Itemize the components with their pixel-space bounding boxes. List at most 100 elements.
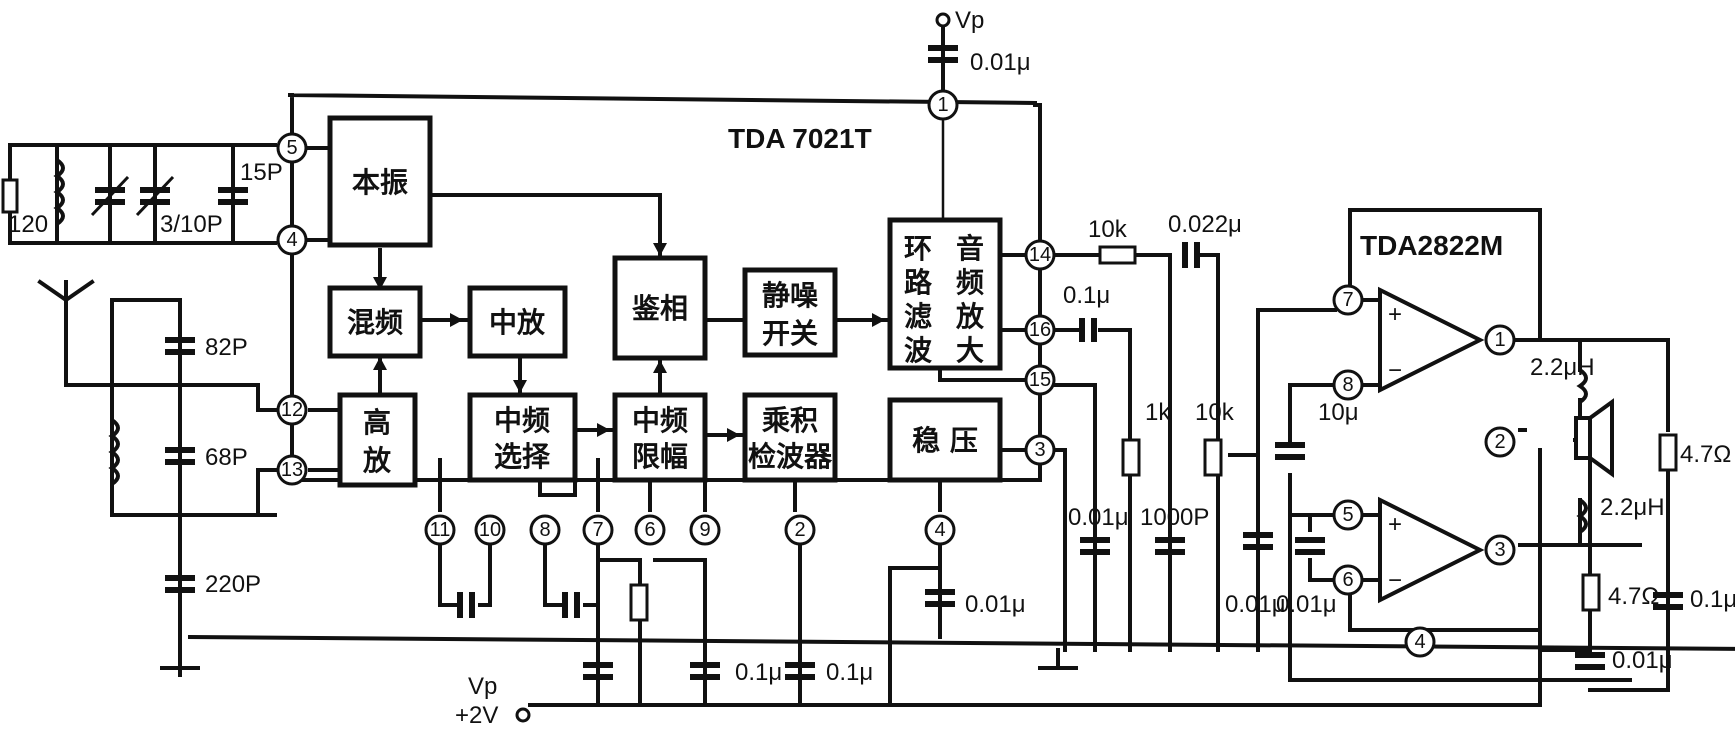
block-if-limiter: 中频 限幅 — [612, 392, 708, 483]
svg-text:1: 1 — [937, 94, 948, 116]
block-label-af-1: 音 — [956, 232, 984, 265]
svg-text:8: 8 — [539, 519, 550, 541]
svg-text:15: 15 — [1029, 369, 1051, 391]
svg-text:4: 4 — [286, 229, 297, 251]
block-label-regulator: 稳 压 — [912, 424, 978, 457]
ic1-label: TDA 7021T — [728, 123, 872, 154]
supply-terminal — [515, 707, 531, 723]
ic1-pin-16: 16 — [1024, 314, 1056, 346]
svg-text:12: 12 — [281, 399, 303, 421]
label-c-10u: 10μ — [1318, 399, 1359, 426]
block-label-af-3: 放 — [955, 300, 985, 333]
ic2-pin-8: 8 — [1332, 369, 1364, 401]
svg-text:4: 4 — [1414, 631, 1425, 653]
ic2-pins: 7 8 5 6 1 2 3 4 — [1332, 284, 1516, 658]
block-product-detector: 乘积 检波器 — [742, 392, 838, 483]
resistor-pin7 — [629, 583, 649, 622]
block-label-phase-det: 鉴相 — [631, 292, 688, 325]
label-l-22-a: 2.2μH — [1530, 354, 1595, 381]
svg-text:8: 8 — [1342, 374, 1353, 396]
opamp-1: + − — [1378, 286, 1485, 394]
ic2-pin-6: 6 — [1332, 564, 1364, 596]
svg-text:13: 13 — [281, 459, 303, 481]
block-label-filter-3: 滤 — [904, 300, 932, 333]
block-label-if-select-2: 选择 — [494, 440, 551, 473]
block-label-mute-2: 开关 — [762, 317, 818, 350]
label-c-01-a: 0.1μ — [735, 659, 782, 686]
label-c-0022: 0.022μ — [1168, 211, 1242, 238]
svg-text:16: 16 — [1029, 319, 1051, 341]
block-label-filter-4: 波 — [904, 334, 933, 367]
label-r-120: 120 — [8, 211, 48, 238]
vp-top-terminal — [935, 12, 951, 28]
label-c-001-pin4: 0.01μ — [965, 591, 1026, 618]
block-loop-filter-af-amp: 环 路 滤 波 音 频 放 大 — [887, 217, 1003, 371]
block-if-amp: 中放 — [467, 285, 568, 359]
resistor-4-7-b — [1581, 573, 1601, 612]
block-label-if-select-1: 中频 — [494, 404, 550, 437]
svg-text:3: 3 — [1034, 439, 1045, 461]
block-regulator: 稳 压 — [887, 397, 1003, 483]
block-label-product-det-2: 检波器 — [748, 440, 833, 473]
label-r-1k: 1k — [1145, 399, 1171, 426]
label-c-220p: 220P — [205, 571, 261, 598]
block-label-af-2: 频 — [956, 266, 984, 299]
block-local-oscillator: 本振 — [327, 115, 433, 248]
vp-top-label: Vp — [955, 7, 984, 34]
svg-text:14: 14 — [1029, 244, 1051, 266]
label-c-001-pin15: 0.01μ — [1068, 504, 1129, 531]
ic1-pin-2: 2 — [784, 514, 816, 546]
label-c-001-out: 0.01μ — [1612, 647, 1673, 674]
resistor-10k — [1098, 245, 1137, 265]
ic2-pin-3: 3 — [1484, 534, 1516, 566]
svg-text:−: − — [1388, 357, 1402, 384]
svg-text:7: 7 — [592, 519, 603, 541]
block-label-if-limit-2: 限幅 — [632, 440, 688, 473]
svg-text:5: 5 — [286, 137, 297, 159]
label-c-1000p: 1000P — [1140, 504, 1209, 531]
ic1-pin-15: 15 — [1024, 364, 1056, 396]
label-c-82p: 82P — [205, 334, 248, 361]
label-c-01-pin16: 0.1μ — [1063, 282, 1110, 309]
ic1-pin-10: 10 — [474, 514, 506, 546]
svg-text:4: 4 — [934, 519, 945, 541]
label-c-3-10p: 3/10P — [160, 211, 223, 238]
block-label-af-4: 大 — [956, 334, 984, 367]
block-label-rf-amp-1: 高 — [363, 406, 391, 439]
block-label-local-osc: 本振 — [352, 166, 408, 199]
label-c-001-in1: 0.01μ — [1225, 591, 1286, 618]
potentiometer-10k — [1203, 438, 1223, 477]
label-c-001-in2: 0.01μ — [1276, 591, 1337, 618]
ic1-pin-7: 7 — [582, 514, 614, 546]
ic1-pin-6: 6 — [634, 514, 666, 546]
variable-capacitor-arrows — [90, 175, 175, 217]
label-c-68p: 68P — [205, 444, 248, 471]
block-label-if-limit-1: 中频 — [632, 404, 688, 437]
ic1-pin-5: 5 — [276, 132, 308, 164]
label-l-22-b: 2.2μH — [1600, 494, 1665, 521]
svg-text:3: 3 — [1494, 539, 1505, 561]
block-if-select: 中频 选择 — [467, 392, 578, 483]
ic1-pin-11: 11 — [424, 514, 456, 546]
svg-text:9: 9 — [699, 519, 710, 541]
svg-text:6: 6 — [1342, 569, 1353, 591]
block-label-filter-2: 路 — [904, 266, 933, 299]
svg-text:1: 1 — [1494, 329, 1505, 351]
ic1-pin-1: 1 — [927, 89, 959, 121]
svg-text:6: 6 — [644, 519, 655, 541]
supply-voltage-label: +2V — [455, 702, 498, 729]
ic2-pin-4: 4 — [1404, 626, 1436, 658]
label-r-47-a: 4.7Ω — [1680, 441, 1731, 468]
svg-text:+: + — [1388, 301, 1402, 328]
label-c-vp: 0.01μ — [970, 49, 1031, 76]
label-r-47-b: 4.7Ω — [1608, 583, 1659, 610]
ic1-pin-3: 3 — [1024, 434, 1056, 466]
svg-text:+: + — [1388, 511, 1402, 538]
inductors — [53, 158, 1588, 534]
ic1-pins: 1 5 4 12 13 14 16 15 3 11 10 8 7 6 9 2 4 — [276, 89, 1056, 546]
vp-bottom-label: Vp — [468, 673, 497, 700]
svg-text:−: − — [1388, 567, 1402, 594]
resistor-1k — [1121, 438, 1141, 477]
resistor-120 — [1, 178, 19, 214]
